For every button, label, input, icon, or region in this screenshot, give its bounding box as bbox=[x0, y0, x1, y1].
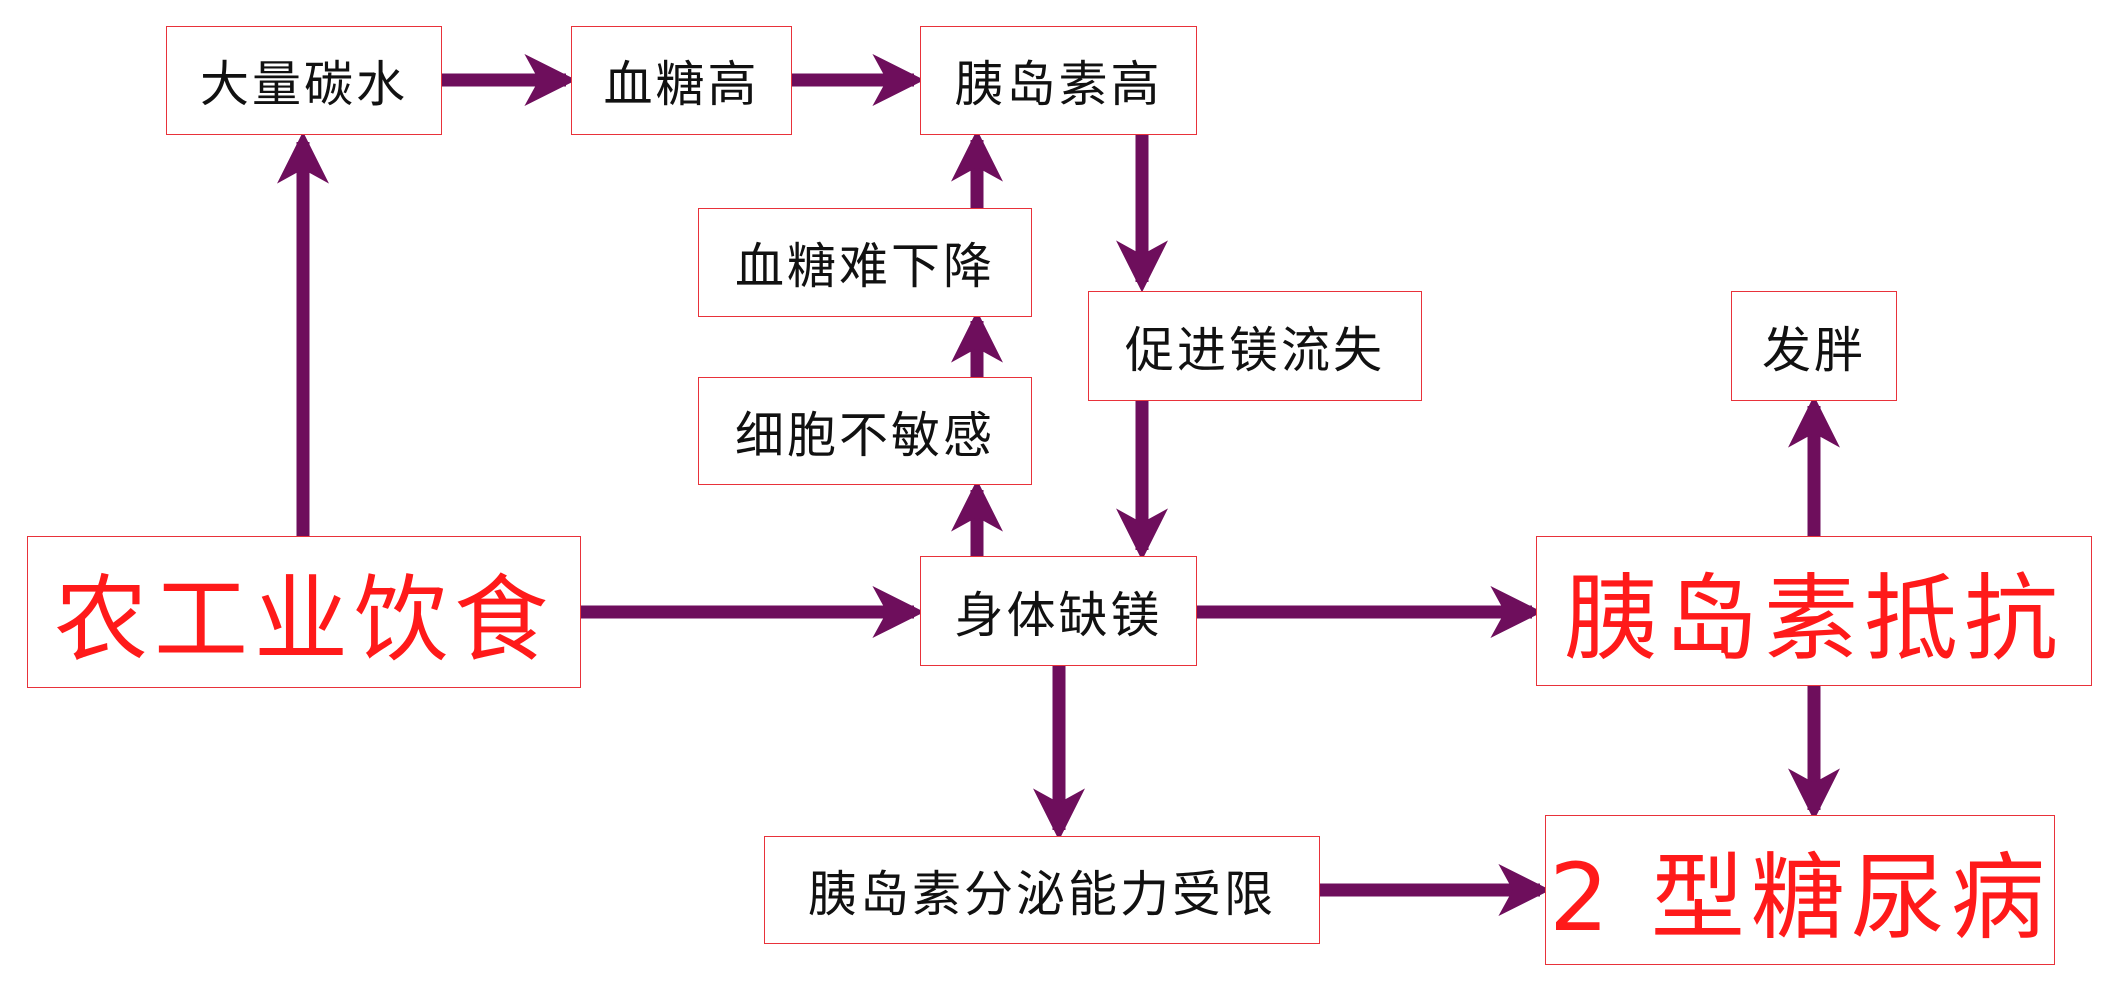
node-insulin-resistance: 胰岛素抵抗 bbox=[1536, 536, 2092, 686]
node-obesity-label: 发胖 bbox=[1761, 321, 1866, 379]
node-type2-diabetes-label: 2 型糖尿病 bbox=[1549, 844, 2051, 953]
node-cell-insensitive: 细胞不敏感 bbox=[698, 377, 1032, 485]
node-insulin-resistance-label: 胰岛素抵抗 bbox=[1563, 565, 2064, 674]
node-industrial-diet-label: 农工业饮食 bbox=[53, 566, 554, 675]
node-carbs: 大量碳水 bbox=[166, 26, 442, 135]
node-insulin-high: 胰岛素高 bbox=[920, 26, 1197, 135]
node-magnesium-deficiency: 身体缺镁 bbox=[920, 556, 1197, 666]
node-secretion-limited-label: 胰岛素分泌能力受限 bbox=[807, 865, 1276, 923]
node-carbs-label: 大量碳水 bbox=[199, 56, 408, 113]
node-secretion-limited: 胰岛素分泌能力受限 bbox=[764, 836, 1320, 944]
node-obesity: 发胖 bbox=[1731, 291, 1897, 401]
node-cell-insensitive-label: 细胞不敏感 bbox=[734, 406, 995, 464]
node-industrial-diet: 农工业饮食 bbox=[27, 536, 581, 688]
node-blood-sugar-high-label: 血糖高 bbox=[603, 56, 760, 113]
node-magnesium-loss: 促进镁流失 bbox=[1088, 291, 1422, 401]
node-magnesium-deficiency-label: 身体缺镁 bbox=[954, 586, 1163, 644]
node-type2-diabetes: 2 型糖尿病 bbox=[1545, 815, 2055, 965]
node-sugar-hard-drop: 血糖难下降 bbox=[698, 208, 1032, 317]
node-magnesium-loss-label: 促进镁流失 bbox=[1124, 321, 1385, 379]
node-insulin-high-label: 胰岛素高 bbox=[954, 56, 1163, 113]
node-blood-sugar-high: 血糖高 bbox=[571, 26, 792, 135]
node-sugar-hard-drop-label: 血糖难下降 bbox=[734, 238, 995, 295]
